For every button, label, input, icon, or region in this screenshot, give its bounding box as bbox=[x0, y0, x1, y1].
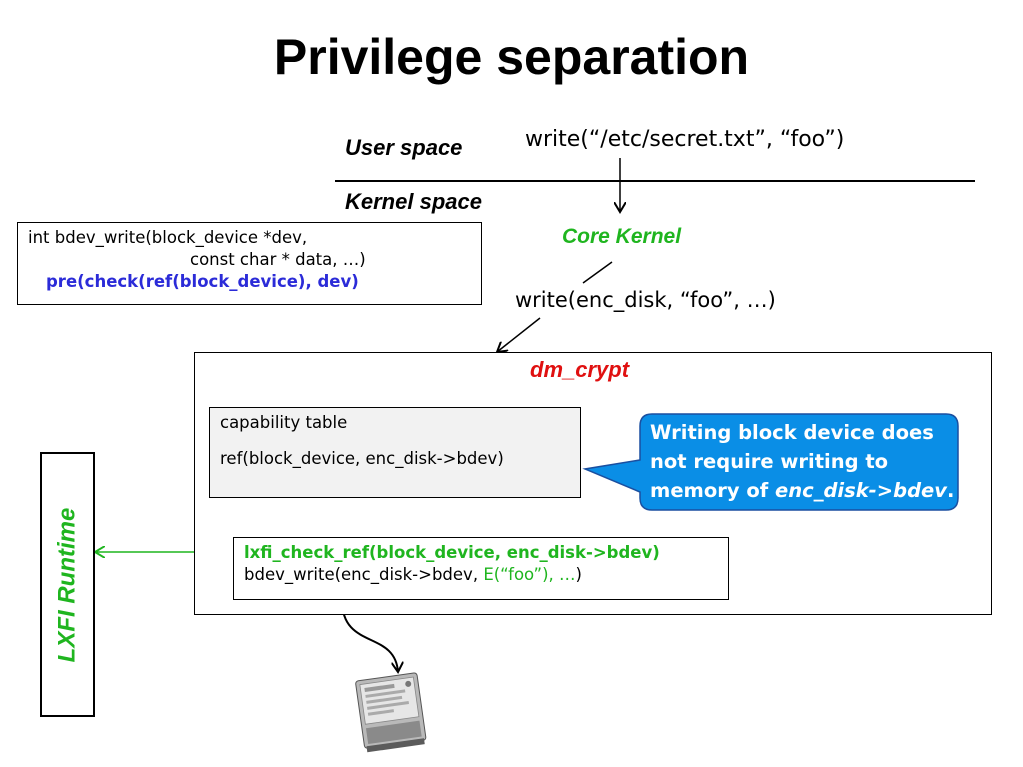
callout-text: Writing block device does not require wr… bbox=[650, 418, 954, 505]
capability-table-box: capability table ref(block_device, enc_d… bbox=[209, 407, 581, 498]
core-kernel-label: Core Kernel bbox=[562, 225, 682, 248]
bdev-write-call-line: bdev_write(enc_disk->bdev, E(“foo”), …) bbox=[244, 565, 582, 584]
bdev-decl-line3: pre(check(ref(block_device), dev) bbox=[46, 272, 359, 291]
slide-title: Privilege separation bbox=[273, 29, 750, 85]
lxfi-runtime-box bbox=[40, 452, 95, 717]
user-space-label: User space bbox=[345, 135, 463, 160]
enc-disk-write-text: write(enc_disk, “foo”, …) bbox=[515, 288, 776, 312]
dm-crypt-label: dm_crypt bbox=[530, 357, 630, 382]
capability-table-title: capability table bbox=[220, 413, 348, 432]
lxfi-check-line: lxfi_check_ref(block_device, enc_disk->b… bbox=[244, 543, 660, 562]
bdev-decl-line1: int bdev_write(block_device *dev, bbox=[28, 228, 308, 247]
kernel-space-label: Kernel space bbox=[345, 189, 482, 214]
capability-table-entry: ref(block_device, enc_disk->bdev) bbox=[220, 449, 504, 468]
callout-line2: not require writing to bbox=[650, 450, 889, 473]
callout-line3: memory of enc_disk->bdev. bbox=[650, 479, 955, 502]
enc-write-arrow bbox=[497, 317, 541, 352]
syscall-text: write(“/etc/secret.txt”, “foo”) bbox=[525, 127, 845, 152]
bdev-write-declaration-box: int bdev_write(block_device *dev, const … bbox=[17, 222, 482, 305]
core-kernel-slash bbox=[582, 261, 613, 284]
lxfi-check-box: lxfi_check_ref(block_device, enc_disk->b… bbox=[233, 537, 729, 600]
bdev-decl-line2: const char * data, …) bbox=[190, 250, 366, 269]
callout-line1: Writing block device does bbox=[650, 421, 934, 444]
